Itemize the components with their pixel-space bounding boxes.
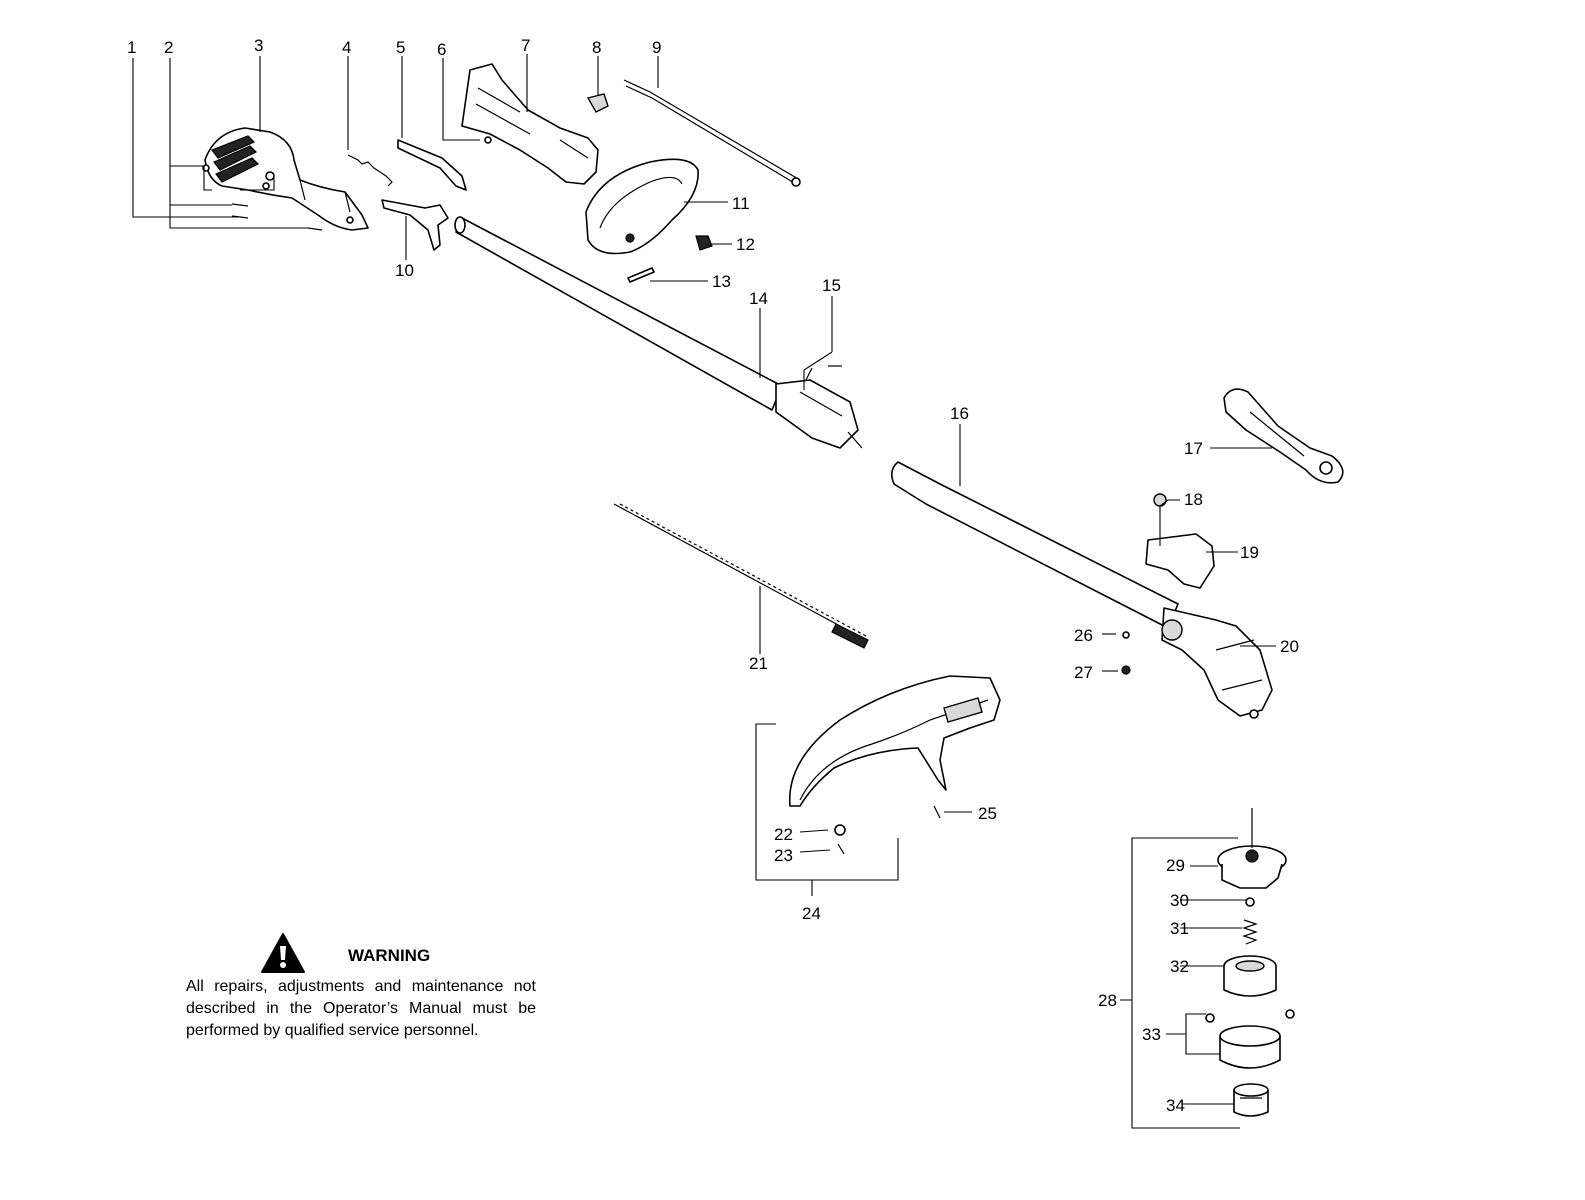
part-14-upper-shaft <box>454 216 863 449</box>
callout-5: 5 <box>396 38 405 57</box>
callout-3: 3 <box>254 36 263 55</box>
part-34-knob <box>1233 1083 1269 1117</box>
part-31-spring <box>1242 919 1258 945</box>
part-26-pin <box>1122 631 1130 639</box>
callout-22: 22 <box>774 825 793 844</box>
callout-21: 21 <box>749 654 768 673</box>
part-20-gearhead <box>1161 607 1273 719</box>
callout-6: 6 <box>437 40 446 59</box>
callout-27: 27 <box>1074 663 1093 682</box>
part-22-nut <box>834 824 846 836</box>
part-17-wrench <box>1223 388 1344 484</box>
warning-triangle-icon <box>261 933 305 973</box>
part-12-bolt <box>695 235 713 251</box>
part-24-grass-shield <box>788 675 1001 807</box>
callout-26: 26 <box>1074 626 1093 645</box>
callout-10: 10 <box>395 261 414 280</box>
callout-28: 28 <box>1098 991 1117 1010</box>
part-19-bracket <box>1145 533 1215 589</box>
callout-31: 31 <box>1170 919 1189 938</box>
callout-16: 16 <box>950 404 969 423</box>
part-7-handle-half <box>461 63 599 185</box>
callout-14: 14 <box>749 289 768 308</box>
part-3-handle-housing <box>204 127 369 231</box>
part-1-2-screws <box>202 164 323 231</box>
callout-11: 11 <box>732 194 750 213</box>
part-16-lower-shaft <box>890 461 1179 629</box>
callout-23: 23 <box>774 846 793 865</box>
part-32-spool <box>1223 955 1277 997</box>
callout-8: 8 <box>592 38 601 57</box>
callout-24: 24 <box>802 904 821 923</box>
callout-4: 4 <box>342 38 351 57</box>
part-8-switch <box>586 93 609 113</box>
part-23-screw <box>837 843 845 855</box>
part-9-throttle-cable <box>623 79 801 187</box>
part-27-screw <box>1121 665 1131 675</box>
callout-25: 25 <box>978 804 997 823</box>
callout-30: 30 <box>1170 891 1189 910</box>
callout-34: 34 <box>1166 1096 1185 1115</box>
part-21-drive-shaft <box>613 503 869 649</box>
callout-labels: 1 2 3 4 5 6 7 8 9 10 11 12 13 14 15 16 1… <box>127 36 1299 1115</box>
part-13-pin <box>627 267 655 283</box>
callout-7: 7 <box>521 36 530 55</box>
callout-29: 29 <box>1166 856 1185 875</box>
callout-2: 2 <box>164 38 173 57</box>
warning-title: WARNING <box>348 946 431 965</box>
part-29-spool-housing <box>1217 808 1287 889</box>
callout-32: 32 <box>1170 957 1189 976</box>
part-18-nut <box>1153 493 1167 507</box>
part-33-spool-cover <box>1205 1009 1295 1069</box>
callout-15: 15 <box>822 276 841 295</box>
part-4-spring <box>347 154 393 187</box>
part-10-lever <box>381 199 449 251</box>
part-25-screw <box>933 805 941 819</box>
callout-17: 17 <box>1184 439 1203 458</box>
callout-33: 33 <box>1142 1025 1161 1044</box>
callout-13: 13 <box>712 272 731 291</box>
callout-20: 20 <box>1280 637 1299 656</box>
part-30-eyelet <box>1245 897 1255 907</box>
callout-19: 19 <box>1240 543 1259 562</box>
callout-18: 18 <box>1184 490 1203 509</box>
part-5-trigger <box>397 139 467 191</box>
callout-9: 9 <box>652 38 661 57</box>
warning-text: All repairs, adjustments and maintenance… <box>186 978 536 1039</box>
part-11-rear-grip <box>585 158 699 255</box>
callout-1: 1 <box>127 38 136 57</box>
leader-lines <box>132 54 1276 1129</box>
callout-12: 12 <box>736 235 755 254</box>
